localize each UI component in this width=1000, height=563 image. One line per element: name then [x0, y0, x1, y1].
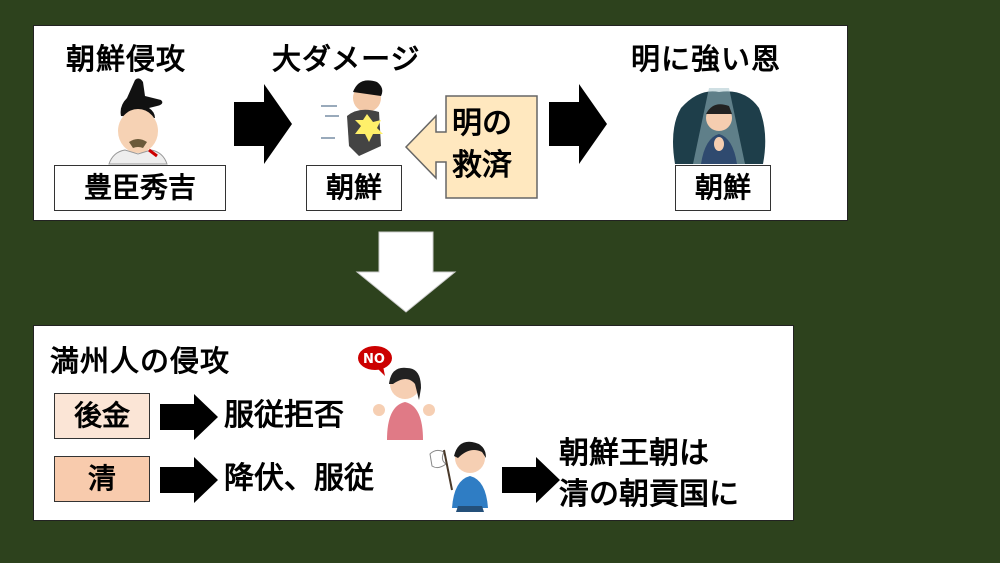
- conclusion-line2: 清の朝貢国に: [559, 477, 739, 512]
- conclusion-line1: 朝鮮王朝は: [559, 436, 709, 471]
- title-debt-to-ming: 明に強い恩: [631, 42, 782, 76]
- label-korea-damaged: 朝鮮: [306, 165, 402, 211]
- result-surrender-submit: 降伏、服従: [224, 461, 374, 496]
- down-arrow-icon: [355, 231, 457, 313]
- rescue-text-line2: 救済: [452, 148, 512, 183]
- label-korea-grateful: 朝鮮: [675, 165, 771, 211]
- ming-rescue-arrow-icon: [404, 95, 538, 199]
- hideyoshi-illustration-icon: [108, 78, 168, 165]
- title-invasion-of-korea: 朝鮮侵攻: [66, 42, 187, 76]
- title-great-damage: 大ダメージ: [272, 42, 421, 76]
- right-arrow-icon: [160, 394, 218, 440]
- damaged-person-illustration-icon: [321, 80, 383, 156]
- right-arrow-icon: [234, 84, 292, 164]
- refusing-girl-illustration-icon: NO: [358, 346, 435, 440]
- right-arrow-icon: [502, 457, 560, 503]
- grateful-person-illustration-icon: [673, 88, 766, 164]
- rescue-text-line1: 明の: [452, 106, 512, 141]
- tag-qing: 清: [54, 456, 150, 502]
- tag-later-jin: 後金: [54, 393, 150, 439]
- bottom-panel: 満州人の侵攻 後金 服従拒否 NO 清 降伏、服従 朝鮮王朝は 清の朝貢国に: [33, 325, 794, 521]
- surrendering-boy-illustration-icon: [429, 441, 488, 512]
- label-toyotomi-hideyoshi: 豊臣秀吉: [54, 165, 226, 211]
- no-bubble-text: NO: [363, 352, 385, 367]
- right-arrow-icon: [549, 84, 607, 164]
- top-panel: 朝鮮侵攻 大ダメージ 明に強い恩 豊臣秀吉 朝鮮 明の 救済: [33, 25, 848, 221]
- title-manchu-invasion: 満州人の侵攻: [50, 344, 231, 378]
- result-refuse-submission: 服従拒否: [224, 398, 344, 433]
- right-arrow-icon: [160, 457, 218, 503]
